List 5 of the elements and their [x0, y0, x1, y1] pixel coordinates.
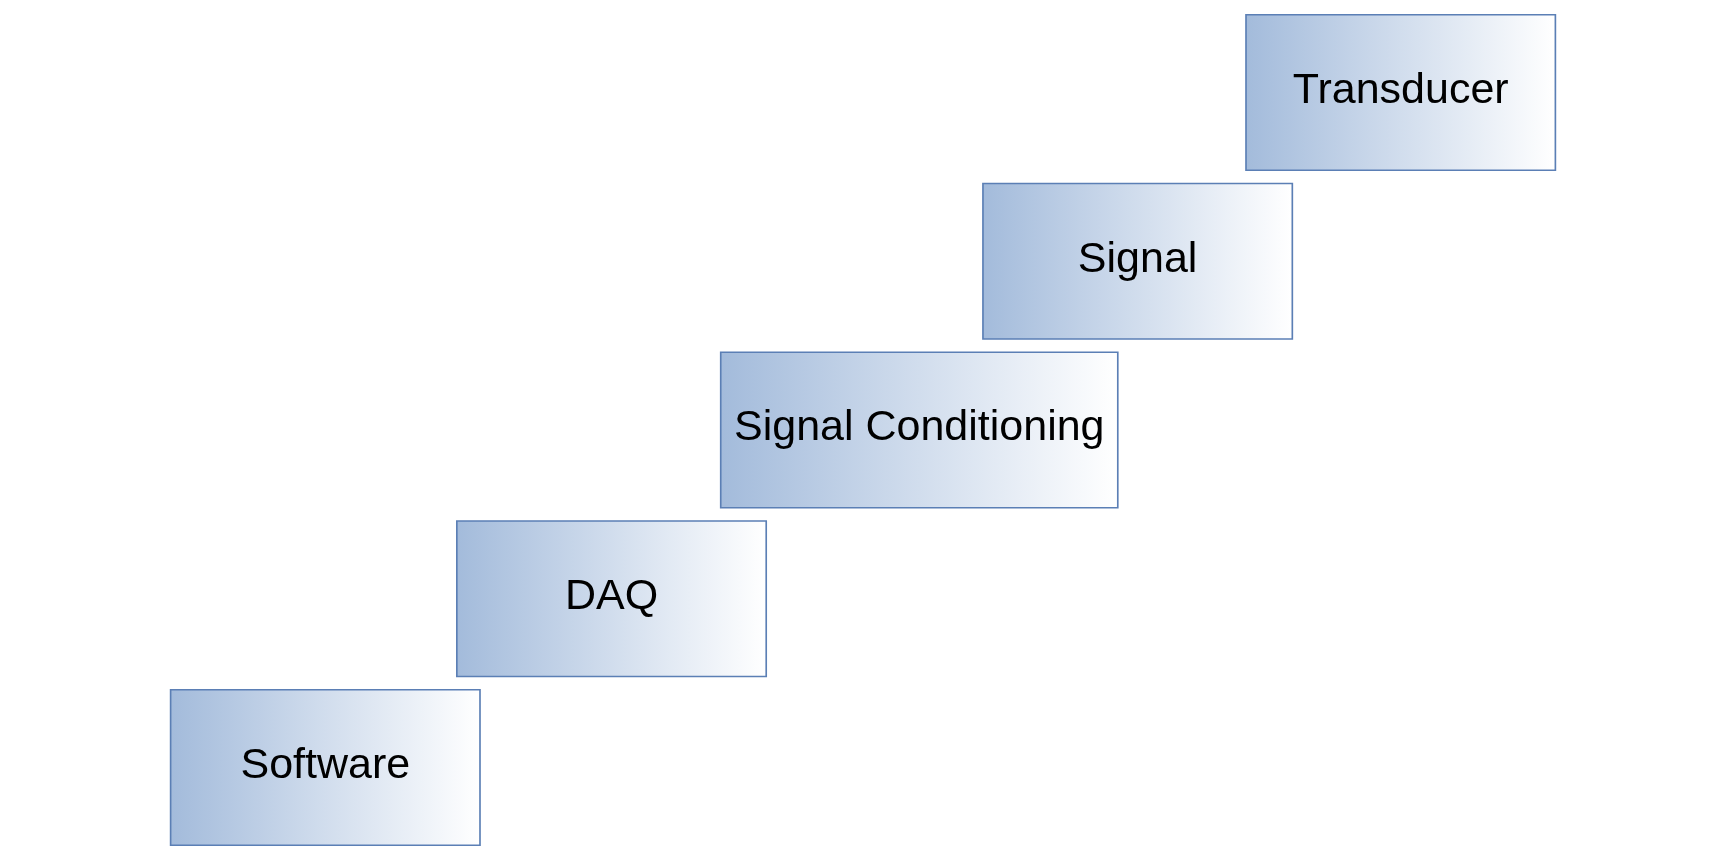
- node-box: Signal Conditioning: [719, 351, 1119, 509]
- node-box: Signal: [982, 182, 1294, 340]
- node-box: Software: [169, 688, 481, 847]
- node-box: Transducer: [1245, 13, 1557, 172]
- node-box: DAQ: [456, 520, 768, 678]
